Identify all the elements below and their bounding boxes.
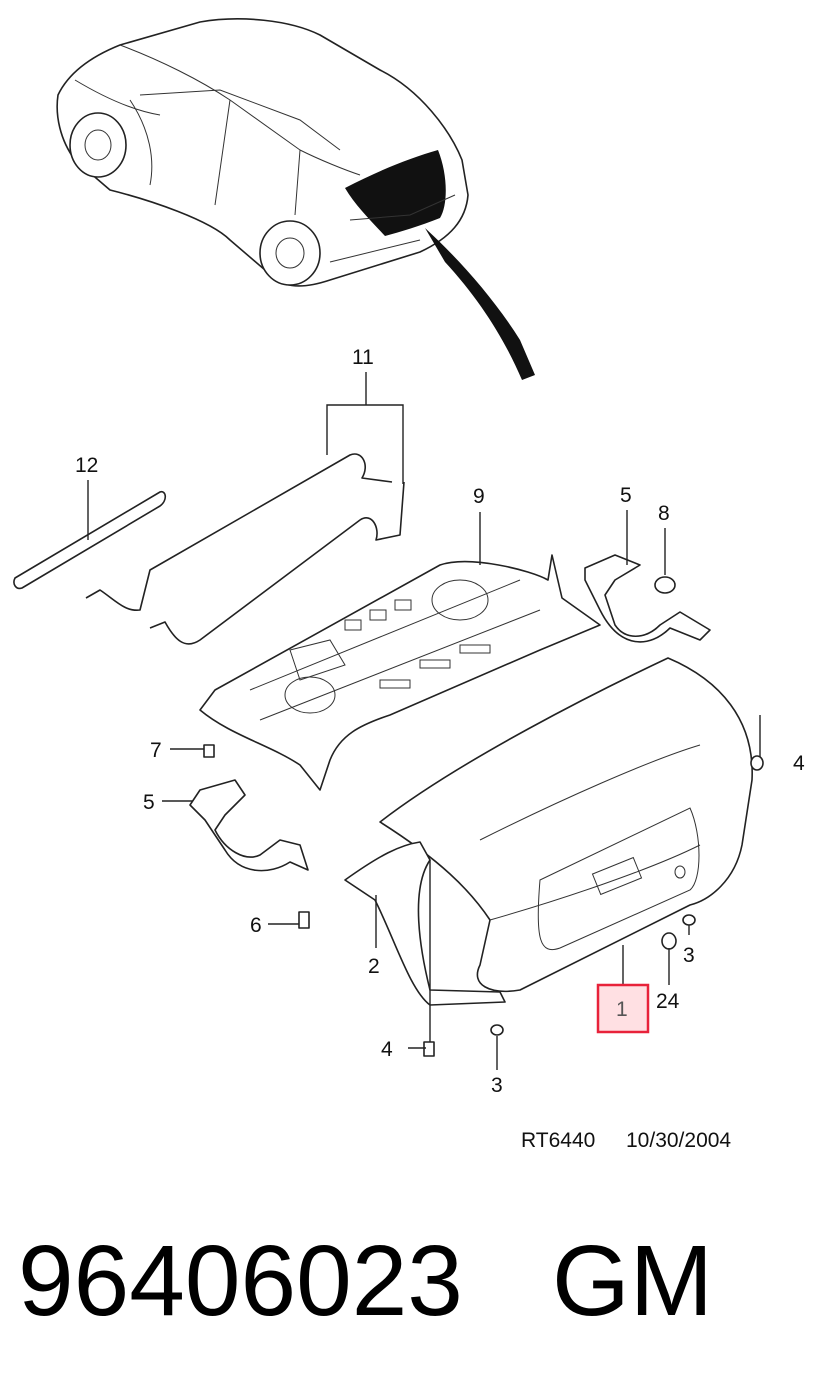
- rear-shelf-panel: [199, 554, 601, 791]
- callout-3-right: 3: [683, 944, 695, 967]
- callout-5-left: 5: [143, 791, 155, 814]
- car-illustration: [56, 18, 535, 380]
- diagram-reference-date: 10/30/2004: [626, 1129, 731, 1152]
- callout-4-bottom: 4: [381, 1038, 393, 1061]
- right-hinge: [584, 554, 711, 643]
- callout-3-bottom: 3: [491, 1074, 503, 1097]
- trunk-lid: [379, 657, 753, 992]
- callout-24: 24: [656, 990, 680, 1013]
- callout-6: 6: [250, 914, 262, 937]
- callout-labels: 11 12 9 5 8 7 5 6 4 2 4 3 24 3 1: [75, 346, 805, 1097]
- callout-1: 1: [616, 998, 628, 1021]
- diagram-reference-code: RT6440: [521, 1129, 595, 1152]
- part-number: 96406023: [18, 1225, 463, 1337]
- leader-lines: [87, 372, 761, 1070]
- callout-12: 12: [75, 454, 98, 477]
- fasteners: [423, 755, 764, 1057]
- callout-2: 2: [368, 955, 380, 978]
- callout-4-right: 4: [793, 752, 805, 775]
- callout-9: 9: [473, 485, 485, 508]
- callout-7: 7: [150, 739, 162, 762]
- callout-8: 8: [658, 502, 670, 525]
- part-brand: GM: [552, 1225, 713, 1337]
- torsion-rods: [13, 453, 405, 645]
- trunk-seal: [344, 841, 506, 1006]
- callout-11: 11: [352, 346, 374, 369]
- callout-5-top: 5: [620, 484, 632, 507]
- callout-1-highlight-box: [596, 983, 650, 1034]
- left-hinge: [189, 744, 310, 929]
